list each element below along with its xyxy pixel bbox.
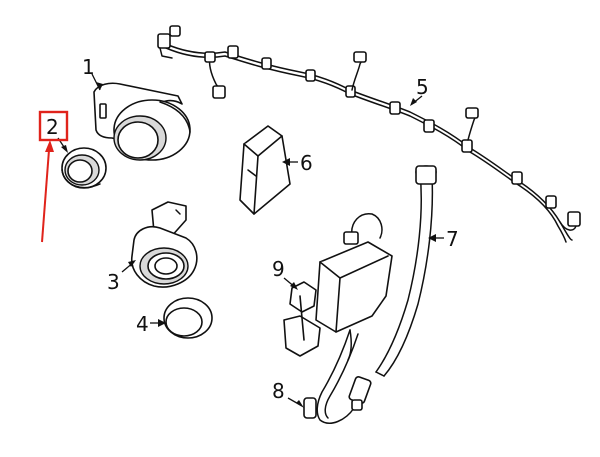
wiring-harness[interactable] [157, 25, 581, 243]
parking-sensor[interactable] [130, 201, 198, 288]
callout-2-highlight-box [38, 110, 69, 142]
sensor-cap[interactable] [163, 297, 213, 339]
callout-6[interactable]: 6 [300, 151, 313, 175]
callout-8[interactable]: 8 [272, 379, 285, 403]
callout-4[interactable]: 4 [136, 312, 149, 336]
control-module[interactable] [239, 125, 291, 215]
callout-2[interactable]: 2 [46, 115, 59, 139]
red-pointer-arrow [41, 140, 54, 243]
washer-hose[interactable] [375, 165, 437, 377]
callout-5[interactable]: 5 [416, 75, 429, 99]
callout-leaders [57, 73, 444, 408]
wire-pigtail[interactable] [303, 329, 372, 424]
sensor-bracket-housing[interactable] [93, 82, 191, 161]
callout-3[interactable]: 3 [107, 270, 120, 294]
callout-9[interactable]: 9 [272, 257, 285, 281]
callout-1[interactable]: 1 [82, 55, 95, 79]
sensor-bracket-assembly[interactable] [283, 213, 393, 361]
sensor-ring-bezel[interactable] [61, 147, 107, 189]
callout-7[interactable]: 7 [446, 227, 459, 251]
